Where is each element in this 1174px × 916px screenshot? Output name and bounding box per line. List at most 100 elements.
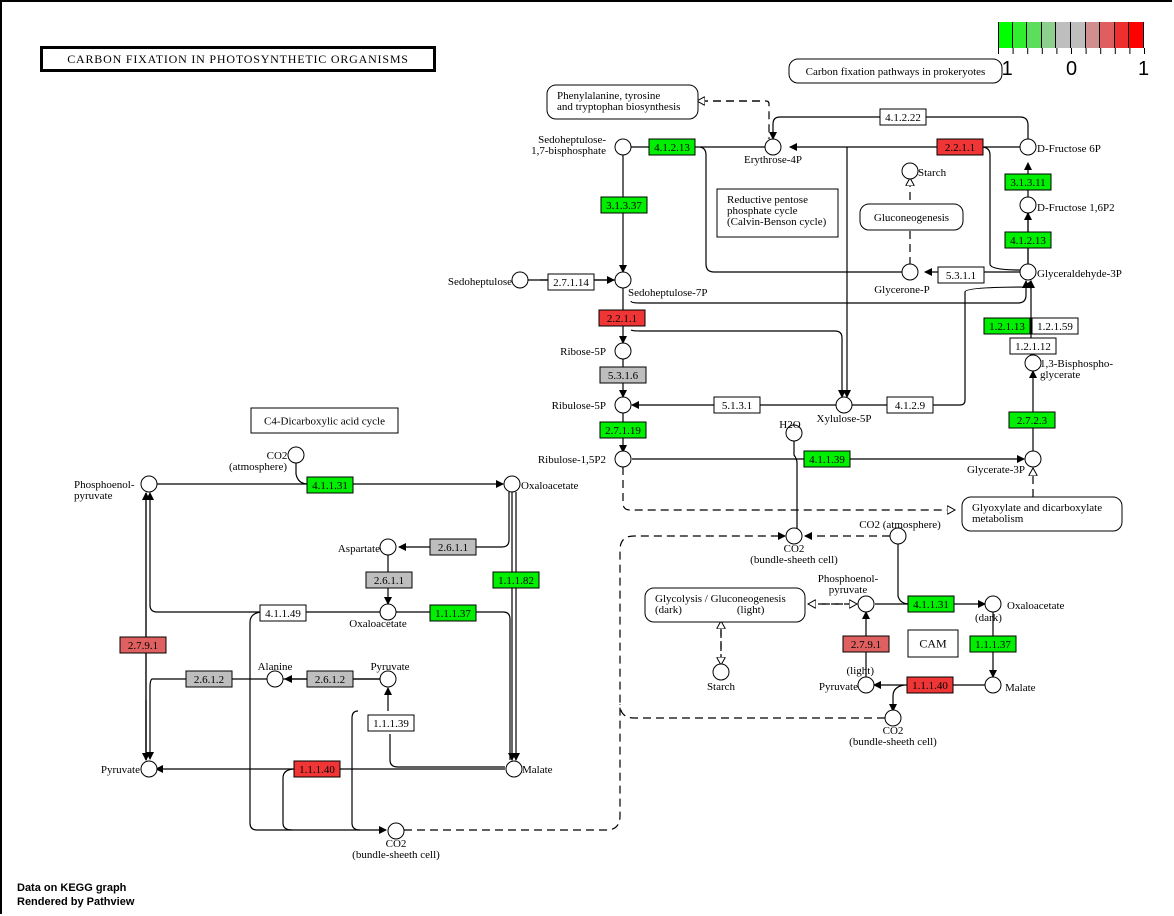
enzyme-node[interactable]: 2.6.1.2 (185, 670, 233, 688)
compound-node[interactable]: Ribose-5P (560, 342, 632, 360)
compound-label: (bundle-sheeth cell) (849, 736, 937, 748)
enzyme-node[interactable]: 2.7.1.19 (599, 421, 647, 439)
enzyme-node[interactable]: 2.6.1.1 (365, 571, 413, 589)
enzyme-node[interactable]: 2.7.1.14 (547, 273, 595, 291)
enzyme-node[interactable]: 1.1.1.82 (492, 571, 540, 589)
enzyme-node[interactable]: 2.7.2.3 (1008, 411, 1056, 429)
compound-circle (266, 670, 284, 688)
enzyme-node[interactable]: 5.3.1.1 (937, 266, 985, 284)
enzyme-node[interactable]: 4.1.2.13 (1004, 231, 1052, 249)
compound-node[interactable]: Starch (901, 162, 947, 180)
enzyme-node[interactable]: 2.6.1.1 (429, 538, 477, 556)
compound-node[interactable]: Phosphoenol-pyruvate (74, 475, 158, 502)
enzyme-label: 4.1.2.22 (885, 112, 921, 124)
note-box (250, 407, 399, 434)
enzyme-node[interactable]: 1.1.1.37 (429, 604, 477, 622)
compound-node[interactable]: D-Fructose 1,6P2 (1019, 196, 1115, 214)
note-label: Reductive pentose (727, 194, 808, 206)
compound-node[interactable]: Sedoheptulose-7P (614, 271, 707, 299)
compound-node[interactable]: Glyceraldehyde-3P (1019, 263, 1122, 281)
enzyme-node[interactable]: 4.1.2.9 (886, 396, 934, 414)
enzyme-node[interactable]: 4.1.2.13 (648, 138, 696, 156)
compound-node[interactable]: Pyruvate(light) (819, 665, 875, 694)
compound-node[interactable]: Starch (707, 663, 736, 693)
enzyme-node[interactable]: 2.2.1.1 (936, 138, 984, 156)
map-gluconeogenesis[interactable]: Gluconeogenesis (859, 203, 964, 231)
enzyme-node[interactable]: 3.1.3.37 (600, 196, 648, 214)
legend-swatch (1027, 22, 1042, 48)
compound-node[interactable]: CO2 (atmosphere) (859, 519, 941, 545)
enzyme-node[interactable]: 1.2.1.59 (1031, 317, 1079, 335)
enzyme-node[interactable]: 2.7.9.1 (119, 636, 167, 654)
compound-node[interactable]: Erythrose-4P (744, 138, 802, 166)
compound-node[interactable]: Sedoheptulose-1,7-bisphosphate (531, 134, 632, 157)
compound-node[interactable]: Sedoheptulose (448, 271, 529, 289)
compound-node[interactable]: D-Fructose 6P (1019, 138, 1101, 156)
enzyme-node[interactable]: 1.2.1.13 (983, 317, 1031, 335)
compound-circle (712, 663, 730, 681)
compound-node[interactable]: Alanine (258, 661, 293, 688)
enzyme-node[interactable]: 2.2.1.1 (598, 309, 646, 327)
compound-label: Alanine (258, 661, 293, 673)
map-glycolysis[interactable]: Glycolysis / Gluconeogenesis(dark) (ligh… (644, 587, 806, 623)
compound-node[interactable]: Malate (984, 676, 1036, 694)
enzyme-node[interactable]: 4.1.1.31 (907, 595, 955, 613)
compound-node[interactable]: Malate (505, 760, 553, 778)
enzyme-label: 4.1.2.13 (1010, 235, 1046, 247)
compound-circle (785, 424, 803, 442)
compound-label: Pyruvate (819, 681, 858, 693)
compound-node[interactable]: CO2(bundle-sheeth cell) (352, 822, 440, 861)
compound-node[interactable]: H2O (779, 419, 803, 442)
compound-node[interactable]: Ribulose-5P (552, 396, 632, 414)
compound-circle (764, 138, 782, 156)
compound-node[interactable]: Pyruvate (370, 661, 410, 688)
map-prokaryotes[interactable]: Carbon fixation pathways in prokeryotes (788, 58, 1003, 84)
enzyme-label: 5.3.1.6 (608, 370, 639, 382)
enzyme-node[interactable]: 1.1.1.40 (906, 676, 954, 694)
compound-node[interactable]: CO2(bundle-sheeth cell) (849, 709, 937, 748)
compound-node[interactable]: Pyruvate (101, 760, 158, 778)
enzyme-box (983, 317, 1031, 335)
edge-h2o-rubisco (793, 441, 798, 535)
compound-node[interactable]: Glycerate-3P (967, 450, 1042, 476)
compound-node[interactable]: 1,3-Bisphospho-glycerate (1024, 354, 1113, 381)
enzyme-label: 1.1.1.39 (373, 718, 409, 730)
compound-node[interactable]: Oxaloacetate (503, 475, 579, 493)
enzyme-node[interactable]: 4.1.1.49 (259, 604, 307, 622)
compound-node[interactable]: Xylulose-5P (817, 396, 872, 425)
compound-node[interactable]: Aspartate (338, 538, 397, 556)
enzyme-node[interactable]: 4.1.1.39 (803, 450, 851, 468)
compound-node[interactable]: CO2(atmosphere) (229, 446, 305, 473)
enzyme-label: 2.7.1.14 (553, 277, 589, 289)
enzyme-node[interactable]: 2.7.9.1 (842, 635, 890, 653)
compound-node[interactable]: Oxaloacetate (349, 603, 407, 630)
enzyme-node[interactable]: 1.2.1.12 (1009, 337, 1057, 355)
enzyme-box (367, 714, 415, 732)
enzyme-node[interactable]: 5.3.1.6 (599, 366, 647, 384)
legend-swatch (1041, 22, 1057, 48)
compound-node[interactable]: Glycerone-P (874, 263, 930, 296)
map-label: Gluconeogenesis (874, 212, 949, 224)
enzyme-node[interactable]: 1.1.1.40 (293, 760, 341, 778)
enzyme-node[interactable]: 4.1.1.31 (306, 476, 354, 494)
compound-label: 1,3-Bisphospho- (1040, 358, 1113, 370)
enzyme-node[interactable]: 5.1.3.1 (713, 396, 761, 414)
note-box (716, 188, 839, 238)
compound-node[interactable]: Oxaloacetate(dark) (975, 595, 1065, 624)
compound-node[interactable]: Ribulose-1,5P2 (538, 450, 632, 468)
compound-circle (984, 676, 1002, 694)
compound-label: Glycerate-3P (967, 464, 1025, 476)
compound-node[interactable]: Phosphoenol-pyruvate (818, 573, 879, 613)
enzyme-node[interactable]: 2.6.1.2 (306, 670, 354, 688)
compound-circle (884, 709, 902, 727)
enzyme-label: 1.1.1.37 (975, 639, 1011, 651)
enzyme-node[interactable]: 1.1.1.39 (367, 714, 415, 732)
enzyme-node[interactable]: 1.1.1.37 (969, 635, 1017, 653)
enzyme-node[interactable]: 3.1.3.11 (1004, 173, 1052, 191)
enzyme-node[interactable]: 4.1.2.22 (879, 108, 927, 126)
compound-label: CO2 (386, 838, 407, 850)
compound-node[interactable]: CO2(bundle-sheeth cell) (750, 527, 838, 566)
